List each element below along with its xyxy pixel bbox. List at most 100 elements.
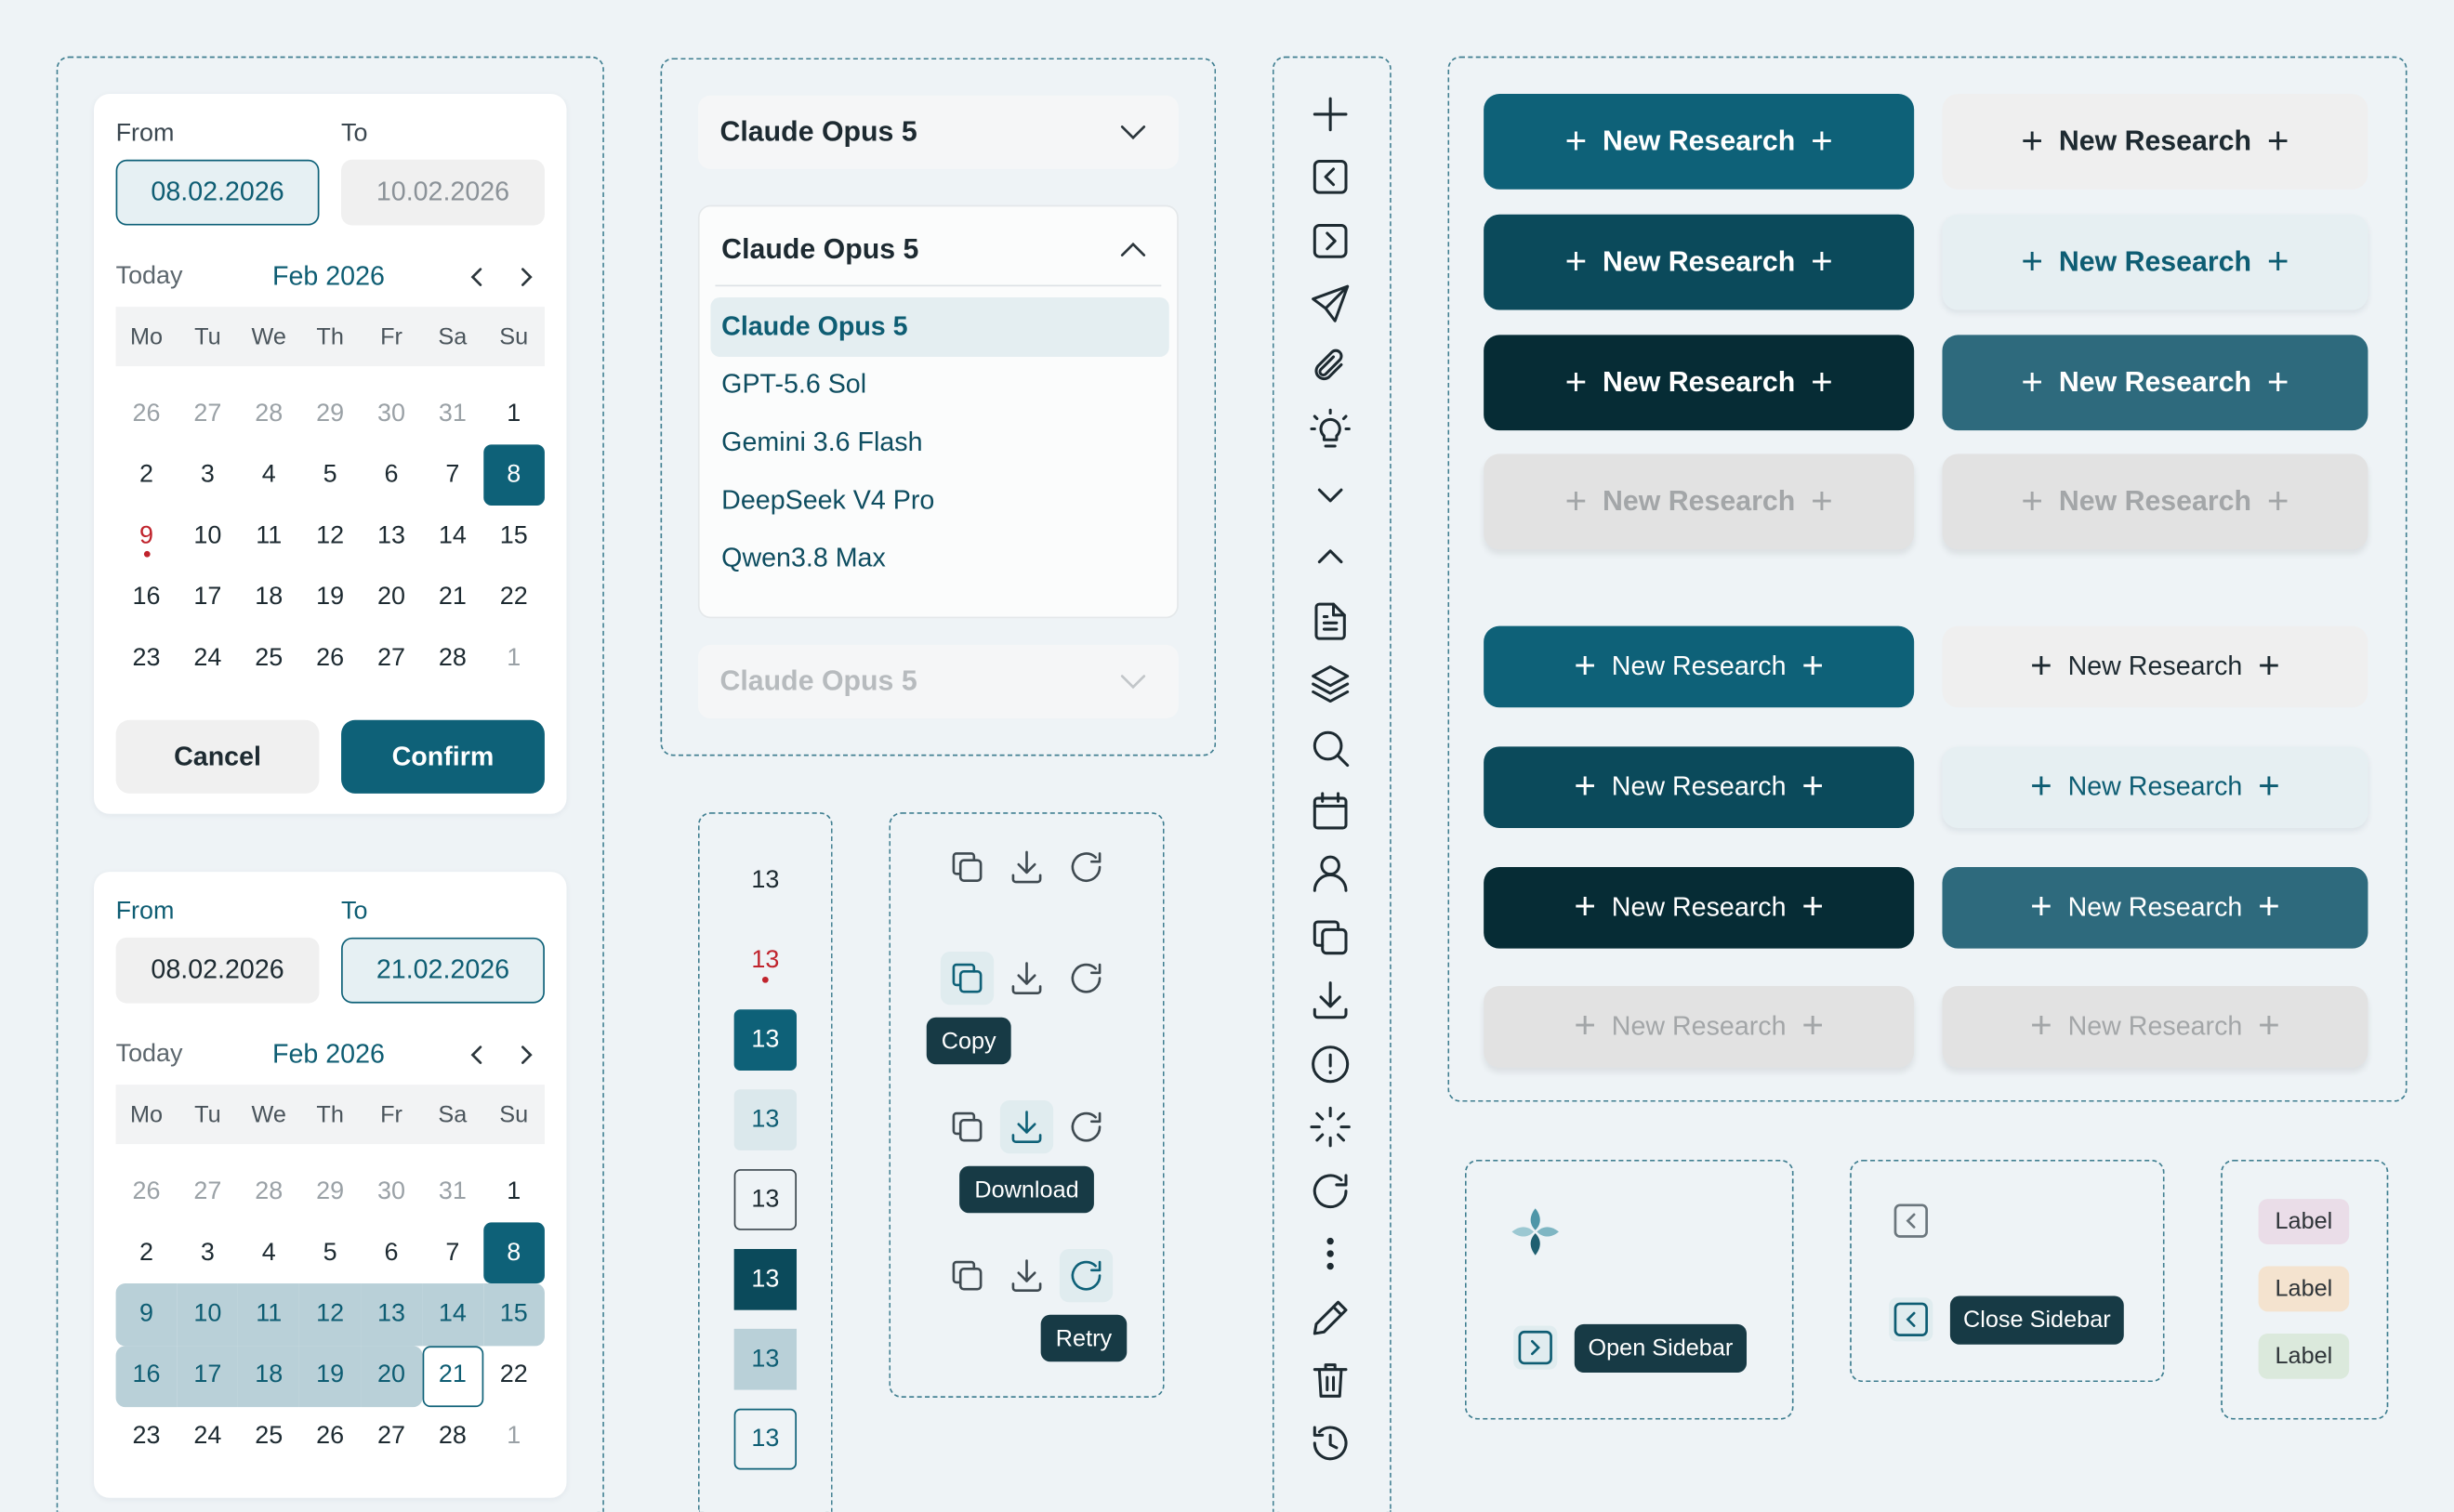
day-selected[interactable]: 13 (733, 1009, 798, 1071)
calendar-day[interactable]: 26 (316, 645, 345, 673)
model-select-closed[interactable]: Claude Opus 5 (697, 95, 1179, 169)
calendar-day[interactable]: 3 (200, 461, 215, 489)
calendar-day[interactable]: 15 (482, 1283, 545, 1346)
to-date-field[interactable]: 10.02.2026 (341, 159, 545, 226)
calendar-day[interactable]: 19 (316, 584, 345, 611)
chevron-left-icon[interactable] (467, 1044, 489, 1066)
new-research-button[interactable]: +New Research+ (1484, 625, 1915, 708)
from-date-field[interactable]: 08.02.2026 (115, 937, 320, 1004)
download-icon[interactable] (1007, 847, 1048, 887)
calendar-day[interactable]: 27 (193, 400, 222, 427)
model-option[interactable]: Qwen3.8 Max (721, 543, 886, 573)
calendar-day[interactable]: 30 (377, 400, 405, 427)
calendar-day[interactable]: 28 (438, 645, 467, 673)
calendar-day[interactable]: 9 (115, 1283, 178, 1346)
plus-icon[interactable] (1307, 91, 1354, 138)
calendar-day[interactable]: 8 (482, 444, 545, 506)
sidebar-collapse-button[interactable] (1889, 1297, 1933, 1342)
calendar-day[interactable]: 31 (438, 1177, 467, 1205)
copy-icon[interactable] (1307, 914, 1354, 961)
model-option[interactable]: GPT-5.6 Sol (721, 369, 867, 400)
calendar-day[interactable]: 25 (255, 645, 284, 673)
download-icon[interactable] (1007, 958, 1048, 999)
calendar-day[interactable]: 26 (316, 1423, 345, 1451)
calendar-day[interactable]: 23 (132, 1423, 161, 1451)
calendar-day[interactable]: 22 (499, 584, 528, 611)
search-icon[interactable] (1307, 724, 1354, 771)
calendar-day[interactable]: 6 (384, 461, 399, 489)
confirm-button[interactable]: Confirm (341, 719, 545, 794)
new-research-button[interactable]: +New Research+ (1484, 94, 1915, 190)
new-research-button[interactable]: +New Research+ (1942, 94, 2368, 190)
chevron-left-icon[interactable] (467, 266, 489, 288)
sidebar-collapse-icon[interactable] (1889, 1199, 1933, 1242)
calendar-day[interactable]: 8 (482, 1222, 545, 1284)
user-icon[interactable] (1307, 850, 1354, 898)
calendar-day[interactable]: 13 (361, 1283, 422, 1346)
new-research-button[interactable]: +New Research+ (1942, 214, 2368, 310)
day-today[interactable]: 13 (734, 929, 797, 991)
calendar-day[interactable]: 12 (316, 522, 345, 550)
calendar-day[interactable]: 10 (193, 522, 222, 550)
calendar-day[interactable]: 3 (200, 1239, 215, 1267)
calendar-day[interactable]: 20 (377, 584, 405, 611)
pencil-icon[interactable] (1307, 1294, 1354, 1341)
calendar-day[interactable]: 11 (238, 1283, 300, 1346)
new-research-button[interactable]: +New Research+ (1942, 335, 2368, 431)
copy-icon[interactable] (947, 1107, 988, 1148)
calendar-day[interactable]: 29 (316, 400, 345, 427)
calendar-day[interactable]: 31 (438, 400, 467, 427)
calendar-day[interactable]: 7 (445, 1239, 460, 1267)
document-icon[interactable] (1307, 598, 1354, 645)
calendar-day[interactable]: 23 (132, 645, 161, 673)
calendar-day[interactable]: 15 (499, 522, 528, 550)
new-research-button[interactable]: +New Research+ (1484, 335, 1915, 431)
model-option[interactable]: Claude Opus 5 (710, 296, 1169, 357)
calendar-icon[interactable] (1307, 787, 1354, 835)
calendar-day[interactable]: 17 (193, 584, 222, 611)
new-research-button[interactable]: +New Research+ (1484, 867, 1915, 949)
chevron-right-icon[interactable] (515, 266, 537, 288)
sidebar-expand-button[interactable] (1513, 1325, 1558, 1370)
calendar-day[interactable]: 17 (177, 1345, 239, 1407)
calendar-day[interactable]: 18 (255, 584, 284, 611)
chevron-up-icon[interactable] (1119, 238, 1147, 260)
model-option[interactable]: Gemini 3.6 Flash (721, 427, 923, 457)
lightbulb-icon[interactable] (1307, 407, 1354, 454)
alert-icon[interactable] (1307, 1041, 1354, 1088)
refresh-icon[interactable] (1307, 1167, 1354, 1215)
calendar-day[interactable]: 25 (255, 1423, 284, 1451)
refresh-icon[interactable] (1066, 958, 1107, 999)
chevron-up-icon[interactable] (1307, 534, 1354, 582)
new-research-button[interactable]: +New Research+ (1942, 986, 2368, 1068)
calendar-day[interactable]: 21 (421, 1345, 483, 1407)
day-default[interactable]: 13 (751, 866, 780, 893)
calendar-day[interactable]: 1 (507, 1423, 521, 1451)
new-research-button[interactable]: +New Research+ (1942, 867, 2368, 949)
day-range-current[interactable]: 13 (733, 1408, 798, 1470)
calendar-day[interactable]: 30 (377, 1177, 405, 1205)
day-in-range[interactable]: 13 (733, 1328, 798, 1390)
today-link[interactable]: Today (115, 262, 183, 290)
cancel-button[interactable]: Cancel (115, 719, 320, 794)
calendar-day[interactable]: 19 (299, 1345, 362, 1407)
new-research-button[interactable]: +New Research+ (1942, 625, 2368, 708)
calendar-day[interactable]: 20 (361, 1345, 422, 1407)
new-research-button[interactable]: +New Research+ (1484, 214, 1915, 310)
calendar-day[interactable]: 5 (323, 461, 337, 489)
calendar-day[interactable]: 27 (377, 645, 405, 673)
day-hover[interactable]: 13 (733, 1089, 798, 1150)
calendar-day[interactable]: 22 (499, 1361, 528, 1389)
download-icon[interactable] (1007, 1256, 1048, 1296)
calendar-day[interactable]: 11 (256, 522, 283, 550)
calendar-day[interactable]: 9 (116, 506, 178, 568)
day-focus[interactable]: 13 (733, 1169, 798, 1230)
calendar-day[interactable]: 24 (193, 1423, 222, 1451)
chevron-down-icon[interactable] (1307, 470, 1354, 518)
calendar-day[interactable]: 4 (261, 1239, 276, 1267)
today-link[interactable]: Today (115, 1040, 183, 1068)
calendar-day[interactable]: 27 (377, 1423, 405, 1451)
refresh-icon[interactable] (1066, 1107, 1107, 1148)
model-select-open[interactable]: Claude Opus 5 Claude Opus 5 GPT-5.6 Sol … (697, 204, 1179, 619)
to-date-field[interactable]: 21.02.2026 (341, 937, 545, 1004)
